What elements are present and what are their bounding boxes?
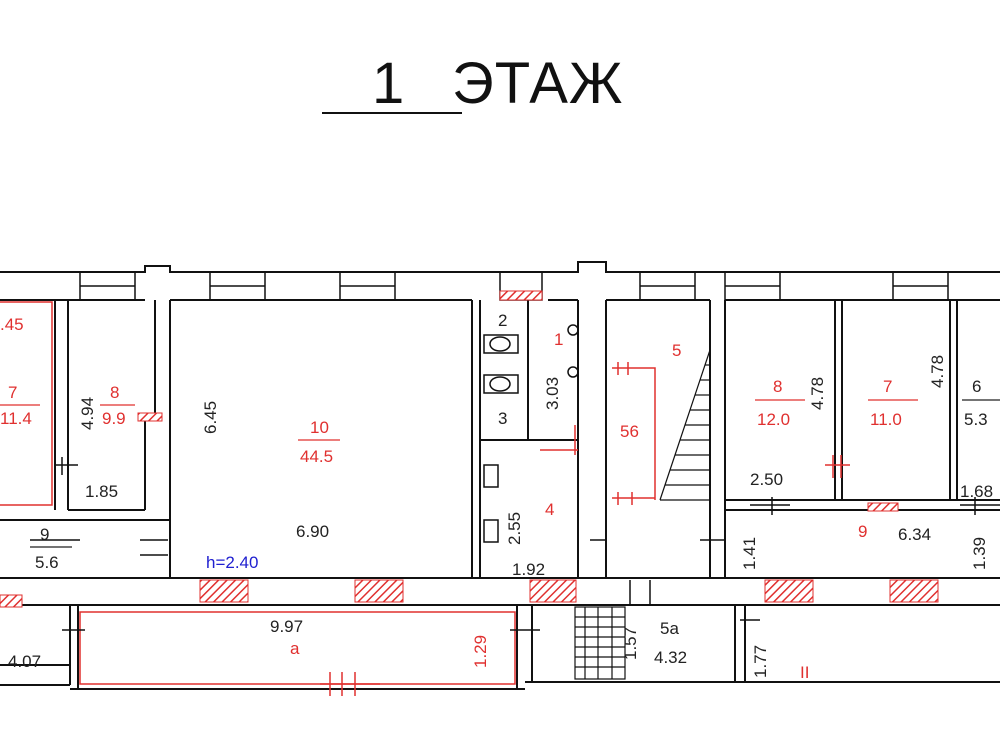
label-room-8-right-number: 8	[773, 377, 782, 396]
black-ticks	[30, 457, 1000, 631]
label-room-7-right-area: 11.0	[870, 410, 902, 429]
label-room-5a-area: 4.32	[654, 648, 687, 667]
outer-walls	[0, 261, 1000, 690]
dim-129: 1.29	[471, 635, 490, 668]
label-room-56: 56	[620, 422, 639, 441]
hatched-markers	[0, 290, 939, 608]
label-room-7-right-number: 7	[883, 377, 892, 396]
dim-478-b: 4.78	[928, 355, 947, 388]
floor-title: 1 ЭТАЖ	[372, 50, 623, 117]
label-partial-45: .45	[0, 315, 24, 334]
label-room-5: 5	[672, 341, 681, 360]
staircase-5	[659, 349, 711, 501]
label-room-a: а	[290, 639, 300, 658]
interior-walls	[0, 300, 1000, 689]
dim-168: 1.68	[960, 482, 993, 501]
label-room-9-left-area: 5.6	[35, 553, 59, 572]
staircase-5a	[574, 606, 626, 680]
dim-494: 4.94	[78, 397, 97, 430]
dim-478-a: 4.78	[808, 377, 827, 410]
dim-192: 1.92	[512, 560, 545, 579]
label-room-8-left-area: 9.9	[102, 409, 126, 428]
dim-634: 6.34	[898, 525, 931, 544]
dim-141: 1.41	[740, 537, 759, 570]
label-room-7-left-area: 11.4	[0, 409, 32, 428]
label-room-9-left-number: 9	[40, 525, 49, 544]
red-ticks	[320, 362, 850, 696]
top-wall-outer	[0, 261, 1000, 273]
label-room-6-number: 6	[972, 377, 981, 396]
label-room-2: 2	[498, 311, 507, 330]
label-room-5a-number: 5a	[660, 619, 679, 638]
dim-690: 6.90	[296, 522, 329, 541]
label-room-10-number: 10	[310, 418, 329, 437]
label-room-10-area: 44.5	[300, 447, 333, 466]
floor-word: ЭТАЖ	[452, 51, 624, 116]
label-room-1: 1	[554, 330, 563, 349]
dim-645: 6.45	[201, 401, 220, 434]
label-room-7-left-number: 7	[8, 383, 17, 402]
floor-number: 1	[372, 51, 406, 116]
dim-997: 9.97	[270, 617, 303, 636]
dim-185: 1.85	[85, 482, 118, 501]
label-section-two: II	[800, 663, 809, 682]
label-room-6-area: 5.3	[964, 410, 988, 429]
room-7-left-outline	[0, 301, 53, 506]
label-height: h=2.40	[206, 553, 258, 572]
label-room-4: 4	[545, 500, 554, 519]
room-a-outline	[79, 611, 516, 685]
dim-303: 3.03	[543, 377, 562, 410]
top-windows	[79, 271, 949, 301]
label-room-8-left-number: 8	[110, 383, 119, 402]
dim-255: 2.55	[505, 512, 524, 545]
dim-157: 1.57	[621, 627, 640, 660]
dim-407: 4.07	[8, 652, 41, 671]
bottom-wall-outer	[0, 681, 1000, 690]
label-room-8-right-area: 12.0	[757, 410, 790, 429]
toilet-3-fixture	[483, 374, 519, 394]
dim-250: 2.50	[750, 470, 783, 489]
floor-number-underline	[322, 112, 462, 114]
dim-139: 1.39	[970, 537, 989, 570]
dim-177: 1.77	[751, 645, 770, 678]
sanitary-fixtures	[483, 324, 579, 543]
label-room-9-right: 9	[858, 522, 867, 541]
label-room-3: 3	[498, 409, 507, 428]
toilet-2-fixture	[483, 334, 519, 354]
